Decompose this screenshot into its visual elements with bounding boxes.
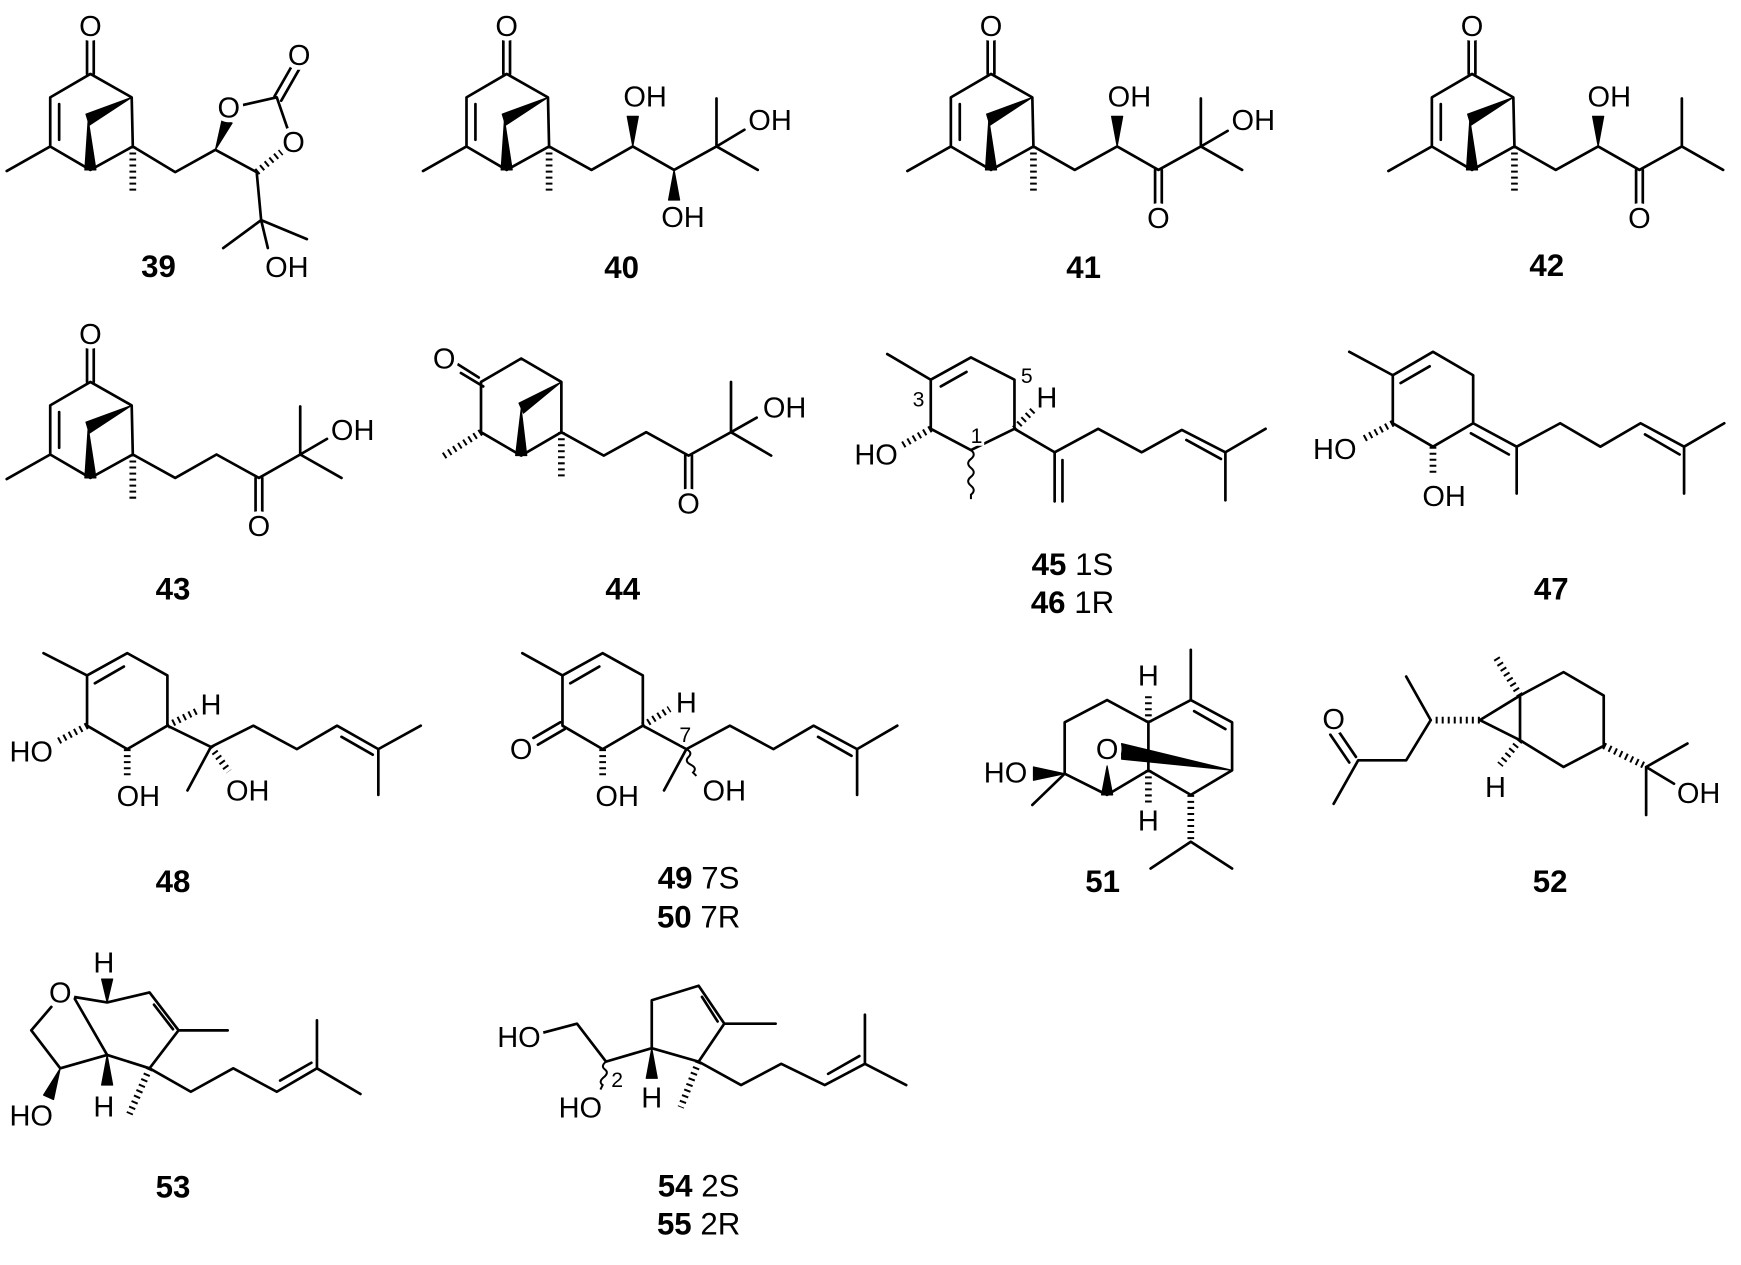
atom-label: OH	[1588, 81, 1632, 113]
compound-39: O O O O OH 39	[5, 7, 315, 289]
atom-label: HO	[9, 1100, 53, 1132]
atom-label: OH	[623, 81, 667, 113]
atom-label: O	[248, 511, 271, 543]
compound-label: 55 2R	[657, 1206, 740, 1241]
compound-label: 40	[604, 250, 639, 285]
atom-label: HO	[559, 1092, 603, 1124]
locant: 2	[611, 1069, 623, 1092]
compound-49-50: O H OH OH 7 49 7S 50 7R	[505, 651, 899, 934]
pinenone-core: O	[5, 7, 137, 195]
locant: 7	[679, 724, 691, 747]
compound-label: 53	[156, 1169, 191, 1204]
compound-52: O H OH 52	[1318, 654, 1725, 898]
compound-label: 42	[1529, 247, 1564, 282]
atom-label: H	[641, 1082, 662, 1114]
atom-label: HO	[984, 758, 1028, 790]
compound-47: HO OH 47	[1309, 350, 1726, 606]
compound-label: 52	[1533, 863, 1568, 898]
compound-54-55: HO HO H 2 54 2S 55 2R	[493, 984, 908, 1241]
atom-label: O	[1096, 734, 1119, 766]
compound-label: 47	[1534, 571, 1569, 606]
compound-53: H O HO H 53	[5, 943, 362, 1204]
atom-label: O	[282, 127, 305, 159]
atom-label: O	[79, 11, 102, 43]
atom-label: O	[79, 319, 102, 351]
atom-label: OH	[265, 252, 309, 284]
compound-41: O OH O OH 41	[905, 7, 1280, 285]
atom-label: O	[433, 344, 456, 376]
atom-label: OH	[331, 415, 375, 447]
compound-45-46: HO H 3 5 1 45 1S 46 1R	[850, 352, 1267, 619]
atom-label: O	[1322, 704, 1345, 736]
locant: 1	[971, 425, 983, 448]
compound-40: O OH OH OH 40	[421, 7, 796, 285]
atom-label: H	[200, 690, 221, 722]
atom-label: OH	[703, 776, 747, 808]
atom-label: OH	[226, 776, 270, 808]
compound-label: 50 7R	[657, 899, 740, 934]
pinenone-core: O	[905, 7, 1037, 195]
locant: 3	[913, 388, 925, 411]
atom-label: OH	[763, 393, 807, 425]
compound-label: 48	[156, 863, 191, 898]
atom-label: HO	[1313, 434, 1356, 466]
compound-label: 46 1R	[1031, 584, 1114, 619]
compound-51: H O HO H 51	[979, 648, 1234, 898]
compound-label: 51	[1085, 863, 1120, 898]
atom-label: O	[980, 11, 1003, 43]
compound-42: O OH O 42	[1386, 7, 1725, 282]
atom-label: OH	[1677, 778, 1720, 810]
compound-label: 49 7S	[658, 860, 740, 895]
atom-label: H	[93, 1091, 114, 1123]
atom-label: O	[49, 978, 72, 1010]
atom-label: OH	[1422, 481, 1466, 513]
compound-label: 43	[156, 571, 191, 606]
atom-label: OH	[1232, 105, 1275, 137]
atom-label: H	[1138, 661, 1159, 693]
compound-label: 39	[141, 248, 176, 283]
pinenone-core: O	[421, 7, 553, 195]
compound-label: 41	[1066, 250, 1101, 285]
atom-label: OH	[748, 105, 792, 137]
compound-label: 44	[605, 571, 640, 606]
atom-label: OH	[1108, 81, 1152, 113]
compound-48: H HO OH OH 48	[5, 651, 423, 898]
atom-label: H	[1036, 383, 1057, 415]
atom-label: HO	[497, 1022, 541, 1054]
compound-44: O O OH 44	[428, 339, 810, 606]
atom-label: OH	[595, 781, 639, 813]
atom-label: HO	[854, 440, 898, 472]
atom-label: O	[288, 40, 311, 72]
pinenone-core: O	[5, 315, 137, 503]
atom-label: H	[676, 687, 697, 719]
atom-label: H	[1138, 806, 1159, 838]
atom-label: H	[1485, 772, 1506, 804]
atom-label: O	[677, 489, 700, 521]
compound-label: 45 1S	[1032, 546, 1114, 581]
atom-label: O	[1461, 11, 1484, 43]
atom-label: HO	[9, 736, 53, 768]
compound-43: O O OH 43	[5, 315, 379, 606]
atom-label: OH	[661, 202, 705, 234]
atom-label: H	[93, 947, 114, 979]
atom-label: O	[495, 11, 518, 43]
atom-label: OH	[117, 781, 160, 813]
locant: 5	[1021, 365, 1033, 388]
pinenone-core: O	[1386, 7, 1518, 195]
compound-label: 54 2S	[658, 1168, 740, 1203]
atom-label: O	[1628, 203, 1651, 235]
atom-label: O	[510, 734, 533, 766]
atom-label: O	[218, 93, 241, 125]
atom-label: O	[1147, 203, 1170, 235]
